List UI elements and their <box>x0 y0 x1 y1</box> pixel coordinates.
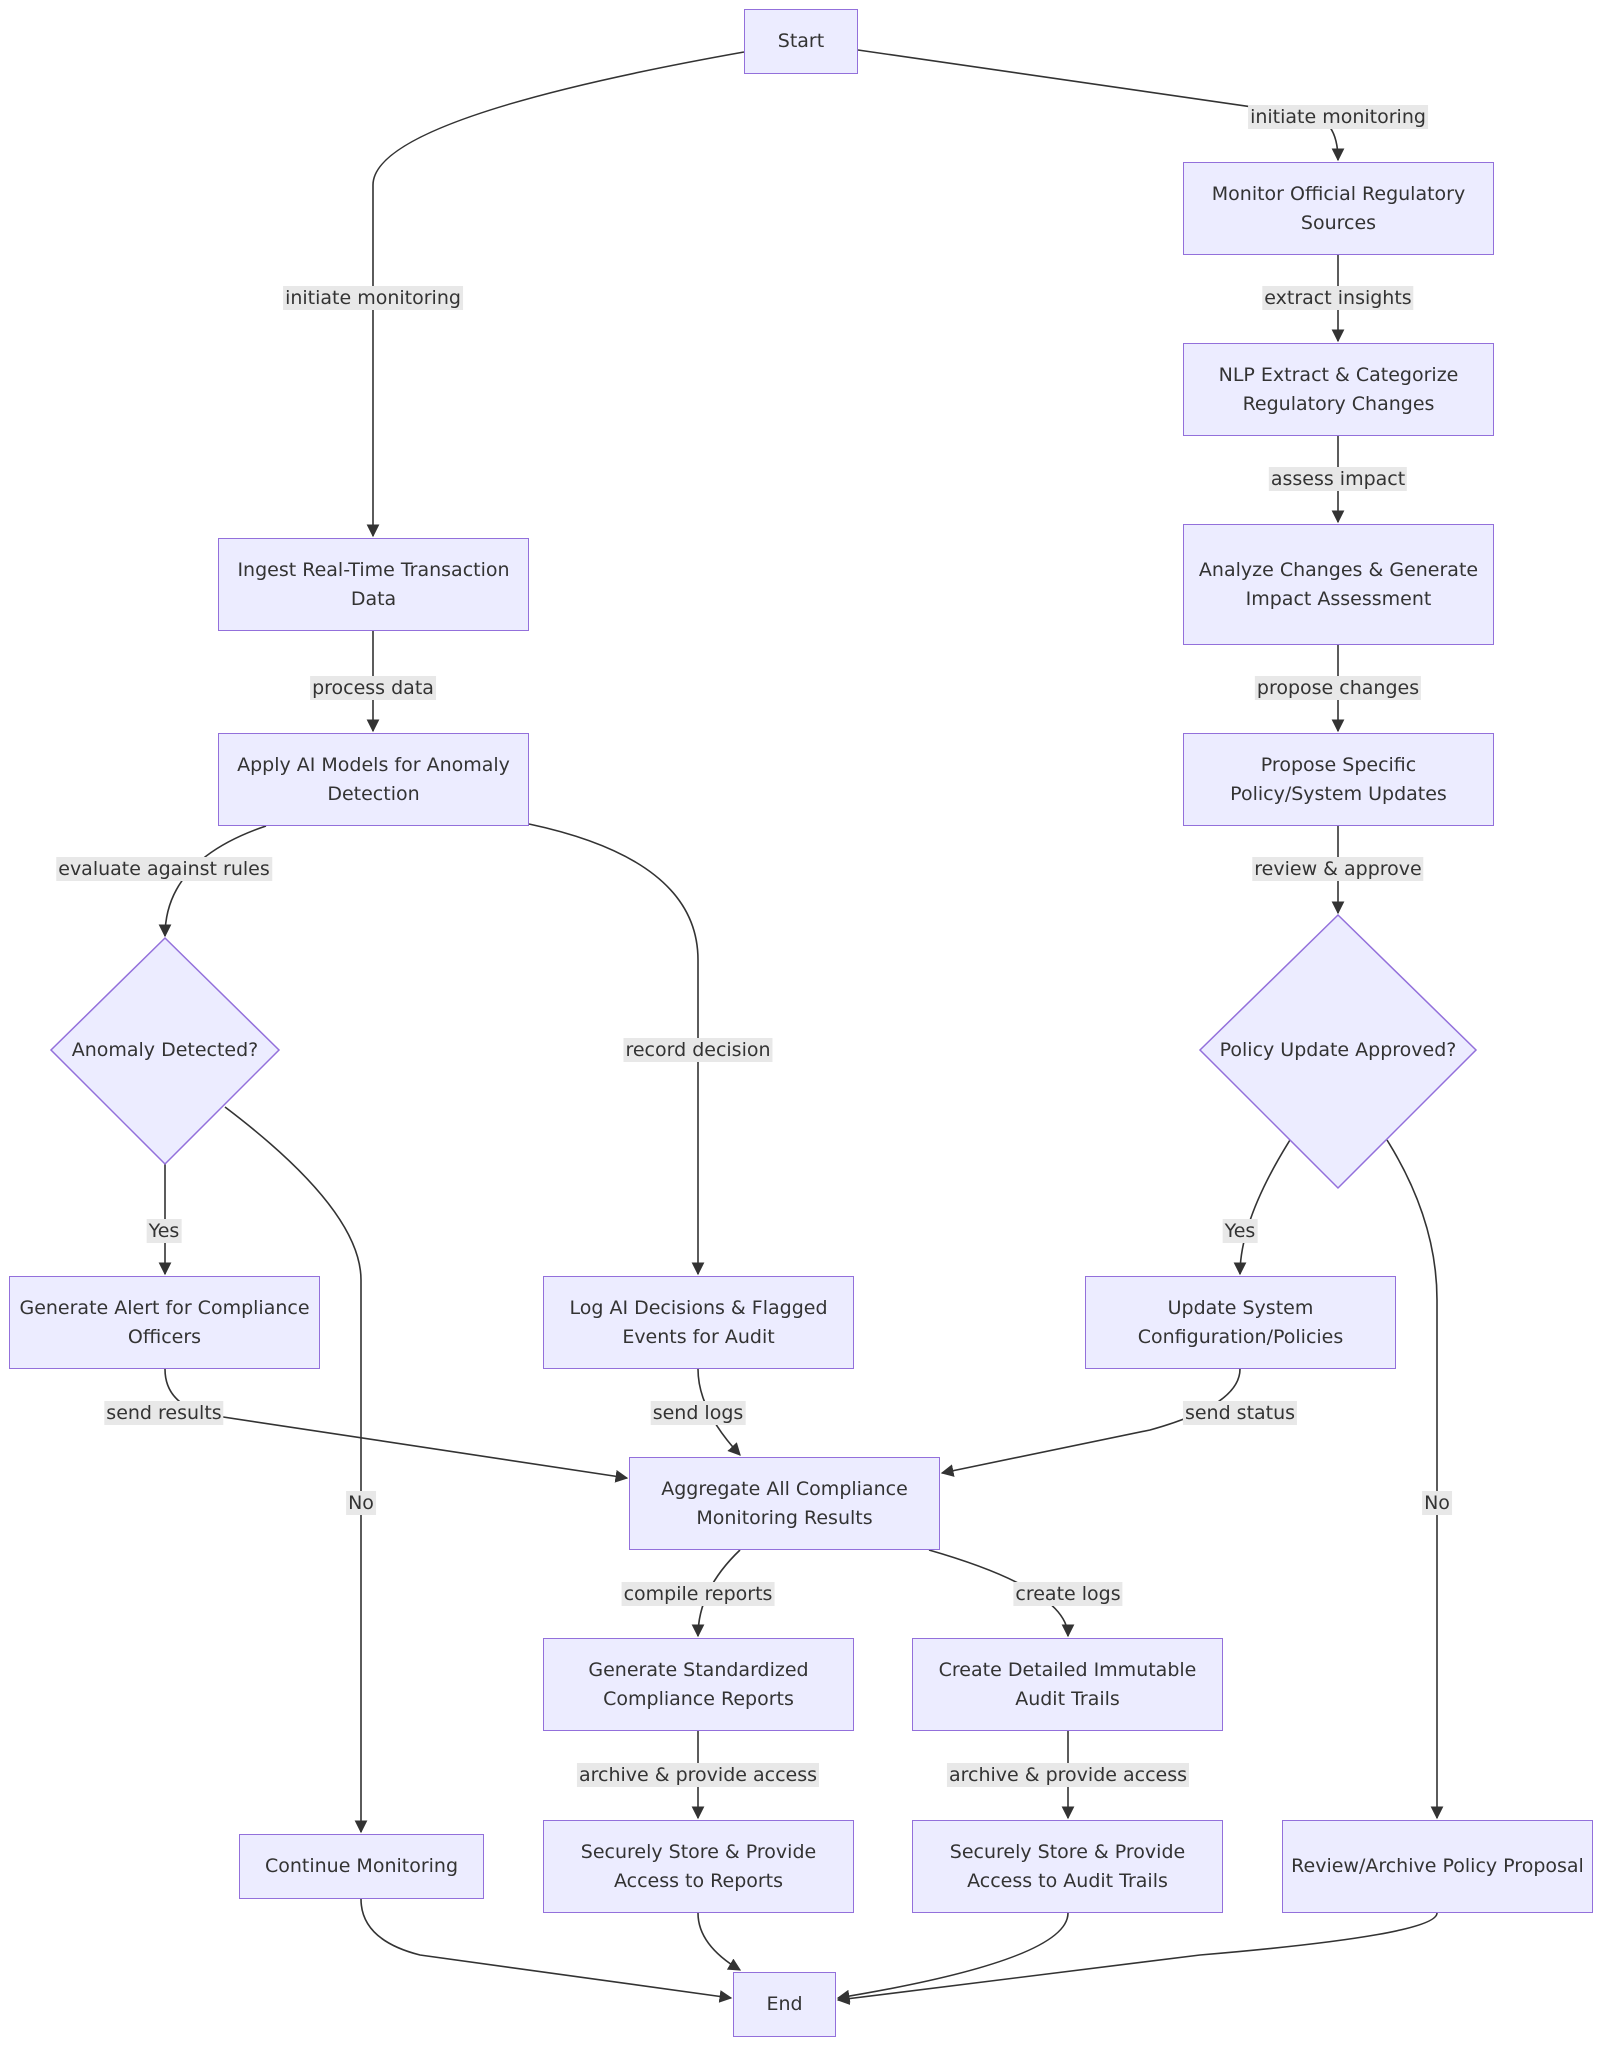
edge-label-send-logs: send logs <box>650 1401 746 1425</box>
edge-alert-to-aggregate <box>164 1368 629 1483</box>
edge-apply-to-log <box>528 823 705 1276</box>
edge-label-archive-reports: archive & provide access <box>576 1763 820 1787</box>
edge-policy-yes <box>1233 1139 1291 1276</box>
edge-label-archive-trails: archive & provide access <box>946 1763 1190 1787</box>
node-propose-updates[interactable]: Propose Specific Policy/System Updates <box>1183 733 1494 826</box>
edge-label-start-ingest: initiate monitoring <box>283 286 463 310</box>
edge-label-record-decision: record decision <box>623 1038 773 1062</box>
node-ingest-transaction-data[interactable]: Ingest Real-Time Transaction Data <box>218 538 529 631</box>
edge-continue-to-end <box>360 1898 733 2003</box>
node-monitor-regulatory-sources[interactable]: Monitor Official Regulatory Sources <box>1183 162 1494 255</box>
node-log-ai-decisions[interactable]: Log AI Decisions & Flagged Events for Au… <box>543 1276 854 1369</box>
edge-review-to-end <box>836 1912 1438 2005</box>
node-continue-monitoring[interactable]: Continue Monitoring <box>239 1834 484 1899</box>
node-aggregate-results[interactable]: Aggregate All Compliance Monitoring Resu… <box>629 1457 940 1550</box>
edge-label-policy-no: No <box>1422 1491 1452 1515</box>
edge-start-to-ingest <box>366 51 745 538</box>
policy-decision-diamond <box>1198 913 1478 1190</box>
node-policy-update-approved[interactable]: Policy Update Approved? <box>1219 1039 1457 1061</box>
edge-label-review-approve: review & approve <box>1252 857 1424 881</box>
edge-label-start-monitor: initiate monitoring <box>1248 105 1428 129</box>
edge-label-send-results: send results <box>104 1401 224 1425</box>
node-store-reports[interactable]: Securely Store & Provide Access to Repor… <box>543 1820 854 1913</box>
edge-apply-to-decision <box>158 825 267 938</box>
node-apply-ai-models[interactable]: Apply AI Models for Anomaly Detection <box>218 733 529 826</box>
edge-label-send-status: send status <box>1182 1401 1298 1425</box>
node-end[interactable]: End <box>733 1972 836 2037</box>
node-generate-reports[interactable]: Generate Standardized Compliance Reports <box>543 1638 854 1731</box>
edge-label-extract-insights: extract insights <box>1262 286 1414 310</box>
anomaly-decision-diamond <box>49 936 281 1166</box>
edge-label-create-logs: create logs <box>1013 1582 1123 1606</box>
edge-label-anomaly-yes: Yes <box>146 1219 182 1243</box>
edge-label-assess-impact: assess impact <box>1268 467 1408 491</box>
node-nlp-extract[interactable]: NLP Extract & Categorize Regulatory Chan… <box>1183 343 1494 436</box>
edge-anomaly-no <box>224 1106 368 1834</box>
node-start[interactable]: Start <box>744 9 858 74</box>
edge-trails-store-to-end <box>836 1912 1069 2003</box>
node-anomaly-detected[interactable]: Anomaly Detected? <box>71 1039 259 1061</box>
edge-label-process-data: process data <box>310 676 436 700</box>
node-store-audit-trails[interactable]: Securely Store & Provide Access to Audit… <box>912 1820 1223 1913</box>
edge-label-propose-changes: propose changes <box>1254 676 1422 700</box>
node-update-system-config[interactable]: Update System Configuration/Policies <box>1085 1276 1396 1369</box>
edge-label-anomaly-no: No <box>346 1491 376 1515</box>
diamond-shapes-layer <box>49 913 1478 1190</box>
edge-label-evaluate-rules: evaluate against rules <box>56 857 272 881</box>
node-review-archive-proposal[interactable]: Review/Archive Policy Proposal <box>1282 1820 1593 1913</box>
edge-label-compile-reports: compile reports <box>621 1582 775 1606</box>
node-generate-alert[interactable]: Generate Alert for Compliance Officers <box>9 1276 320 1369</box>
edge-label-policy-yes: Yes <box>1222 1219 1258 1243</box>
node-create-audit-trails[interactable]: Create Detailed Immutable Audit Trails <box>912 1638 1223 1731</box>
node-analyze-changes[interactable]: Analyze Changes & Generate Impact Assess… <box>1183 524 1494 645</box>
edge-reports-store-to-end <box>697 1912 742 1971</box>
edge-policy-no <box>1386 1139 1444 1820</box>
